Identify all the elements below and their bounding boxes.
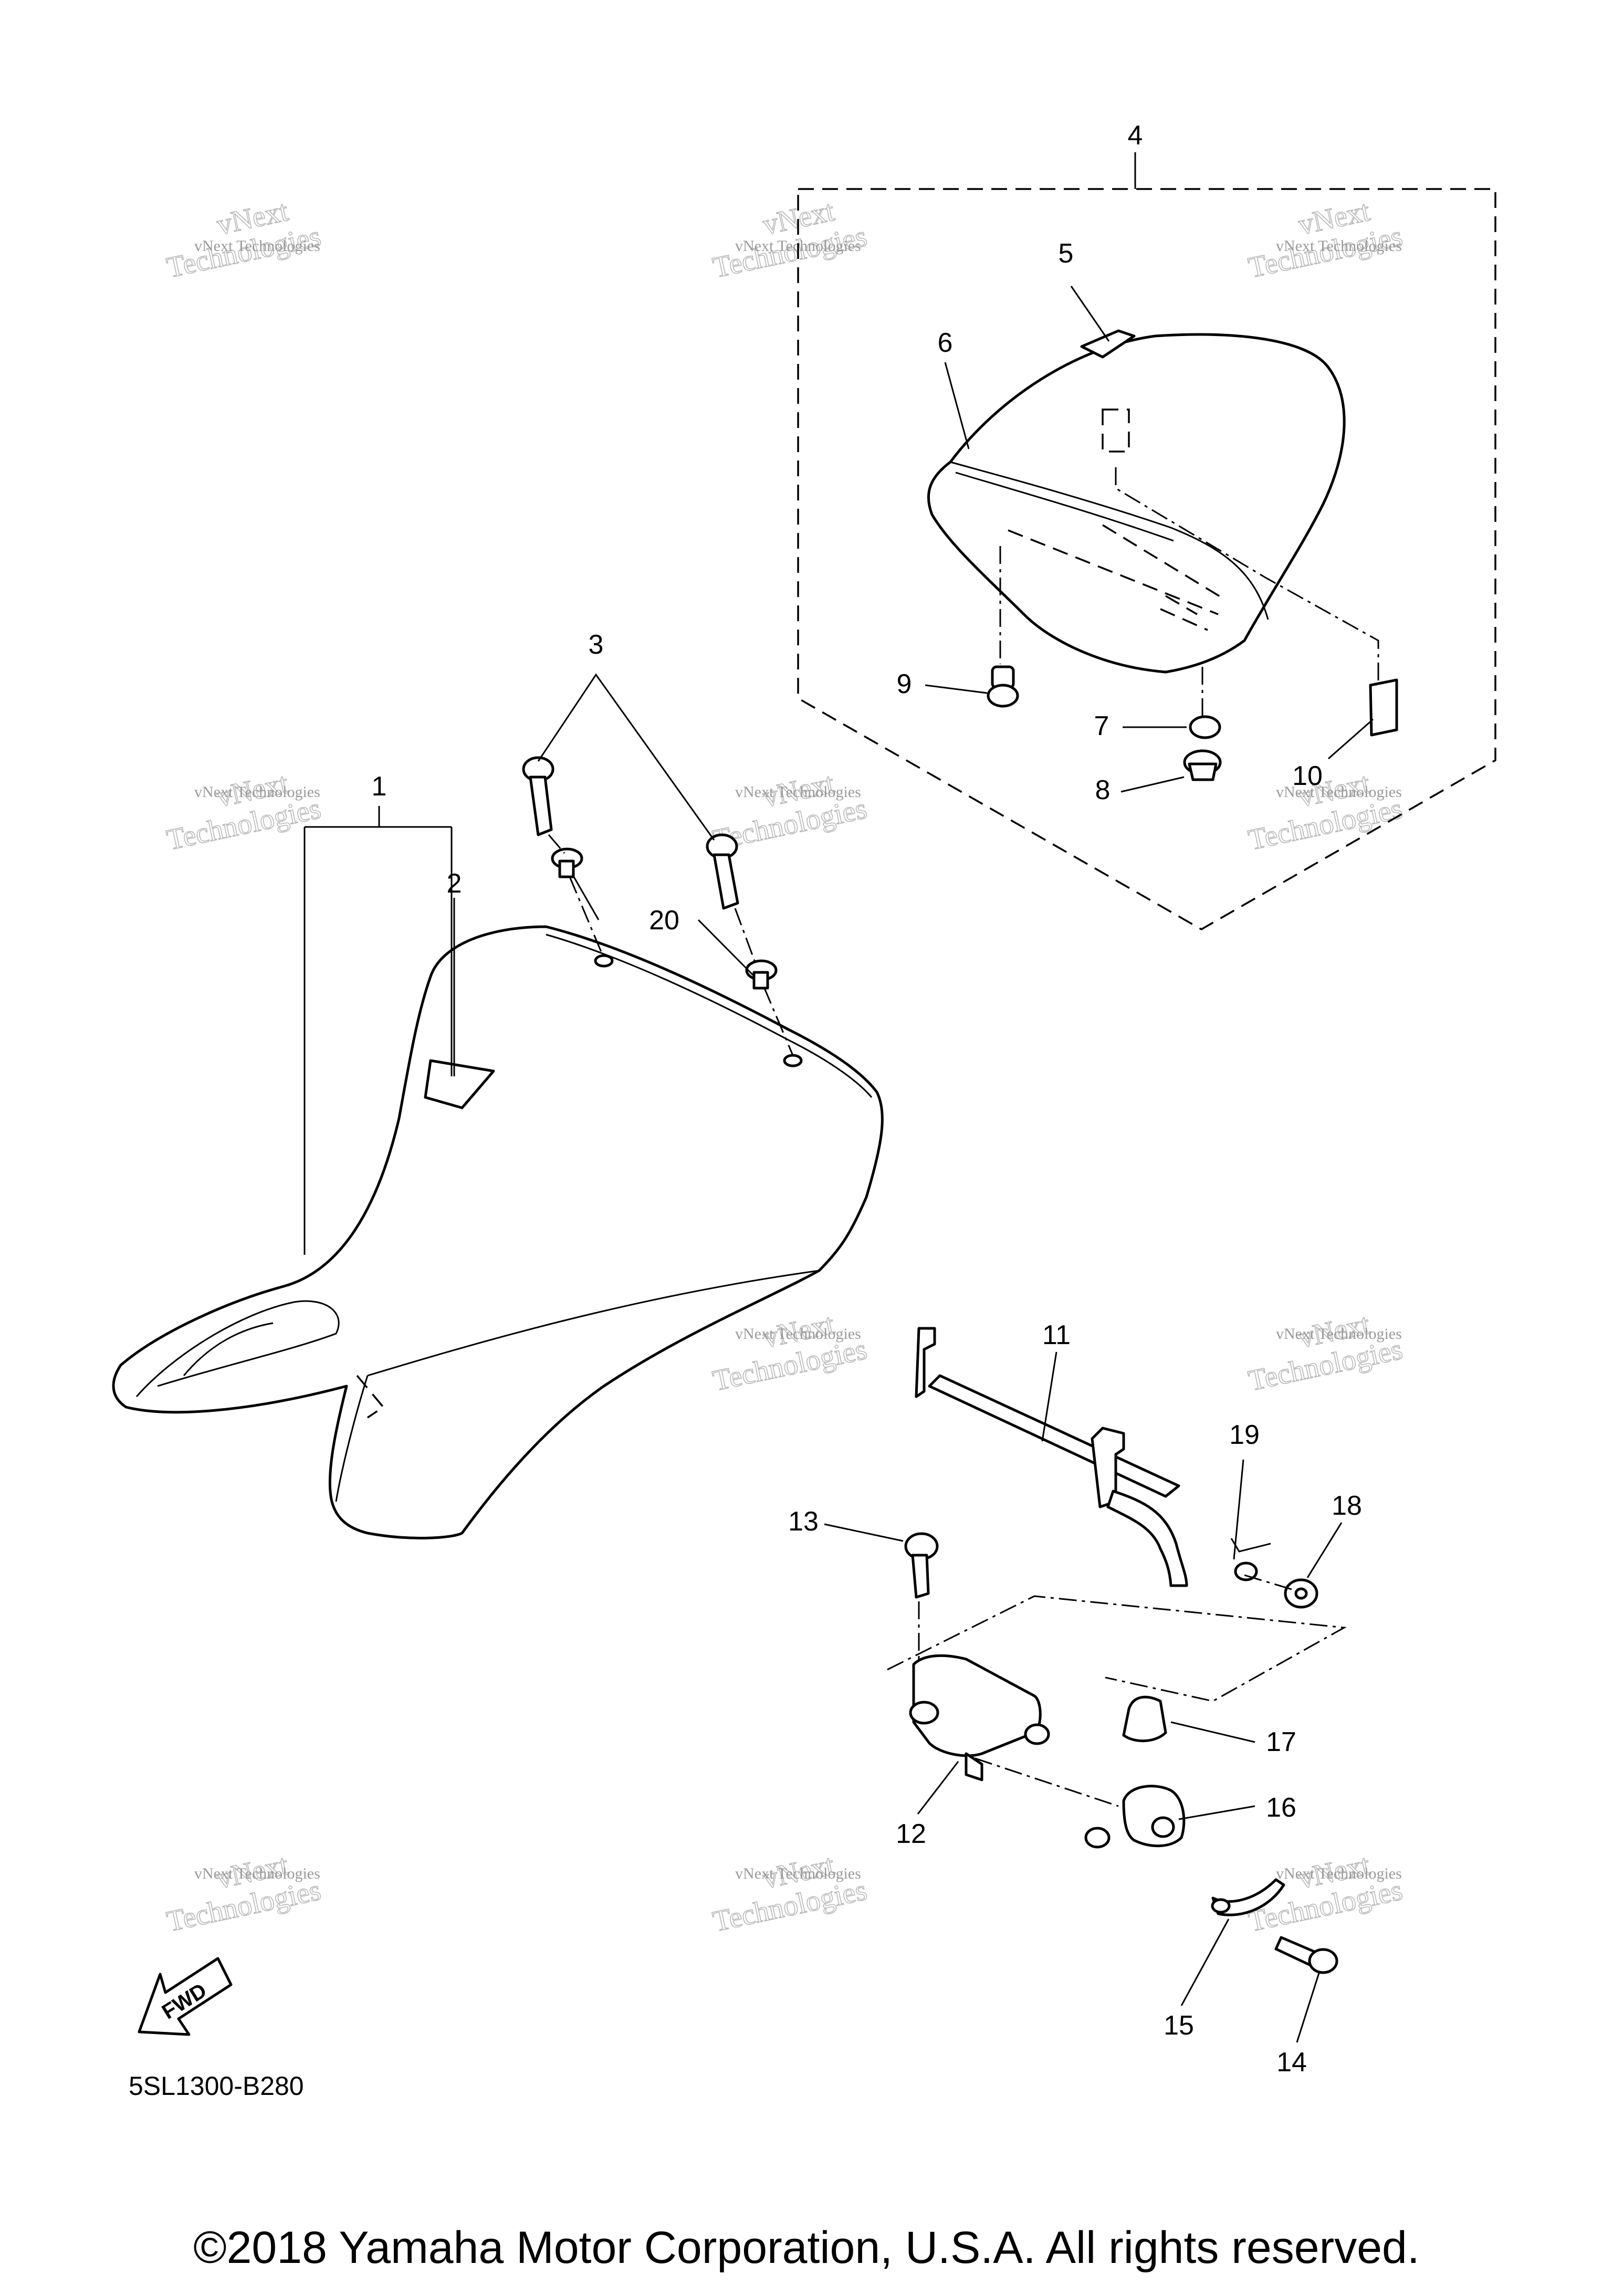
- label-18: 18: [1332, 1491, 1362, 1521]
- watermark: Technologies vNext: [163, 194, 324, 285]
- nut-8: [1183, 749, 1222, 781]
- bracket-15: [1211, 1878, 1285, 1916]
- watermark: Technologies vNext: [1245, 1307, 1406, 1398]
- washer-7: [1189, 715, 1221, 739]
- lock-housing-12: [909, 1654, 1050, 1781]
- watermark-text: vNext Technologies: [1276, 237, 1402, 255]
- label-12: 12: [896, 1819, 926, 1849]
- label-20: 20: [649, 905, 679, 936]
- watermark-text: vNext Technologies: [735, 1865, 861, 1882]
- watermark-text: vNext Technologies: [735, 1325, 861, 1343]
- label-14: 14: [1276, 2047, 1307, 2078]
- label-10: 10: [1292, 761, 1323, 791]
- label-16: 16: [1266, 1792, 1296, 1823]
- watermark-text: vNext Technologies: [194, 237, 320, 255]
- watermark-text: vNext Technologies: [1276, 1325, 1402, 1343]
- label-8: 8: [1095, 775, 1111, 805]
- bolt-13: [904, 1532, 939, 1599]
- part-labels: 1 2 3 4 5 6 7 8 9 10 11 12 13 14 15 16 1…: [372, 120, 1362, 2078]
- leader-lines: [303, 286, 1374, 2043]
- cap-17: [1122, 1695, 1167, 1743]
- label-13: 13: [788, 1506, 819, 1537]
- label-4: 4: [1128, 120, 1143, 151]
- watermark: Technologies vNext: [709, 194, 870, 285]
- watermark: Technologies vNext: [163, 767, 324, 857]
- bracket-15-hole: [1211, 1898, 1231, 1914]
- damper-10: [1369, 678, 1398, 737]
- bolt-14: [1274, 1936, 1338, 1974]
- bolt-3a: [522, 756, 554, 836]
- assembly-lines-4: [999, 467, 1379, 717]
- label-17: 17: [1266, 1727, 1296, 1757]
- label-3: 3: [589, 630, 604, 660]
- lock-cable-11: [915, 1327, 1188, 1587]
- bolt-3b: [706, 833, 739, 910]
- watermark: Technologies vNext: [163, 1848, 324, 1938]
- watermark-text: vNext Technologies: [1276, 1865, 1402, 1882]
- diagram-code: 5SL1300-B280: [129, 2071, 304, 2101]
- watermark-text: vNext Technologies: [194, 1865, 320, 1882]
- seat-cowl: [927, 329, 1346, 674]
- seat: [112, 925, 884, 1539]
- label-19: 19: [1229, 1420, 1260, 1450]
- watermark: Technologies vNext: [1245, 194, 1406, 285]
- collar-20a: [551, 847, 583, 878]
- bolt-lines: [548, 834, 794, 1056]
- grommet-9: [987, 665, 1019, 708]
- watermark: Technologies vNext: [709, 1848, 870, 1938]
- label-5: 5: [1059, 238, 1074, 269]
- watermark-text: vNext Technologies: [1276, 783, 1402, 801]
- label-1: 1: [372, 771, 387, 802]
- watermark-text: vNext Technologies: [194, 783, 320, 801]
- label-11: 11: [1042, 1320, 1071, 1350]
- label-15: 15: [1164, 2010, 1194, 2041]
- spring-19: [1230, 1538, 1271, 1581]
- hidden-tab: [1102, 408, 1130, 453]
- watermark-text: vNext Technologies: [735, 783, 861, 801]
- label-6: 6: [938, 328, 953, 358]
- lock-chain-lines: [887, 1574, 1347, 1807]
- washer-18-hole: [1294, 1587, 1308, 1600]
- lock-cylinder-16: [1084, 1785, 1186, 1849]
- collar-20b: [745, 959, 778, 990]
- fwd-arrow-icon: FWD: [138, 1957, 233, 2036]
- label-9: 9: [897, 669, 912, 699]
- copyright-notice: ©2018 Yamaha Motor Corporation, U.S.A. A…: [193, 2222, 1420, 2273]
- label-2: 2: [447, 868, 462, 899]
- assembly-4-boundary: [797, 188, 1496, 931]
- label-7: 7: [1094, 711, 1109, 741]
